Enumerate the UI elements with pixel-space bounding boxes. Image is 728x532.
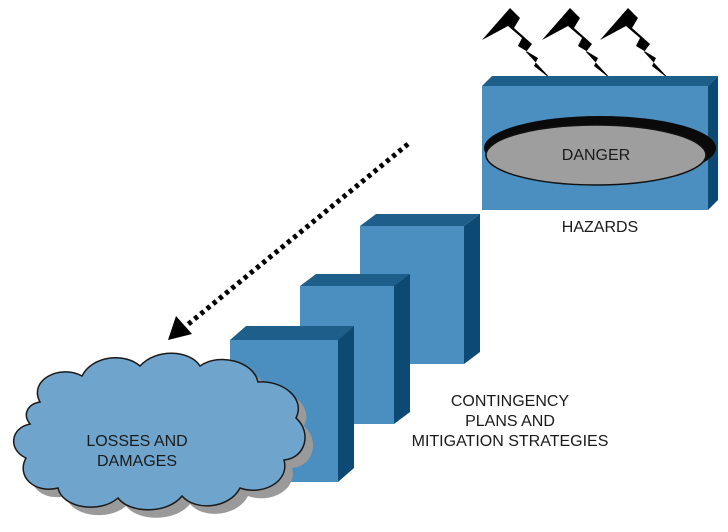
- losses-label-line: DAMAGES: [96, 453, 177, 470]
- lightning-bolt-icon: [542, 8, 612, 80]
- lightning-bolts: [482, 8, 670, 80]
- hazards-label: HAZARDS: [561, 219, 639, 236]
- arrow-head: [168, 316, 192, 340]
- losses-cloud-body: [13, 352, 306, 511]
- losses-label: LOSSES AND DAMAGES: [62, 432, 212, 472]
- losses-cloud: [13, 352, 314, 518]
- hazard-box: [482, 76, 718, 210]
- lightning-bolt-icon: [482, 8, 552, 80]
- contingency-label: CONTINGENCY PLANS AND MITIGATION STRATEG…: [370, 392, 650, 452]
- contingency-label-line: CONTINGENCY: [450, 393, 570, 410]
- danger-oval: [485, 124, 707, 186]
- contingency-label-line: MITIGATION STRATEGIES: [411, 433, 609, 450]
- danger-label: DANGER: [561, 147, 631, 164]
- contingency-label-line: PLANS AND: [465, 413, 555, 430]
- dotted-arrow: [168, 142, 410, 340]
- losses-label-line: LOSSES AND: [86, 433, 188, 450]
- lightning-bolt-icon: [600, 8, 670, 80]
- hazard-box-top: [482, 76, 718, 86]
